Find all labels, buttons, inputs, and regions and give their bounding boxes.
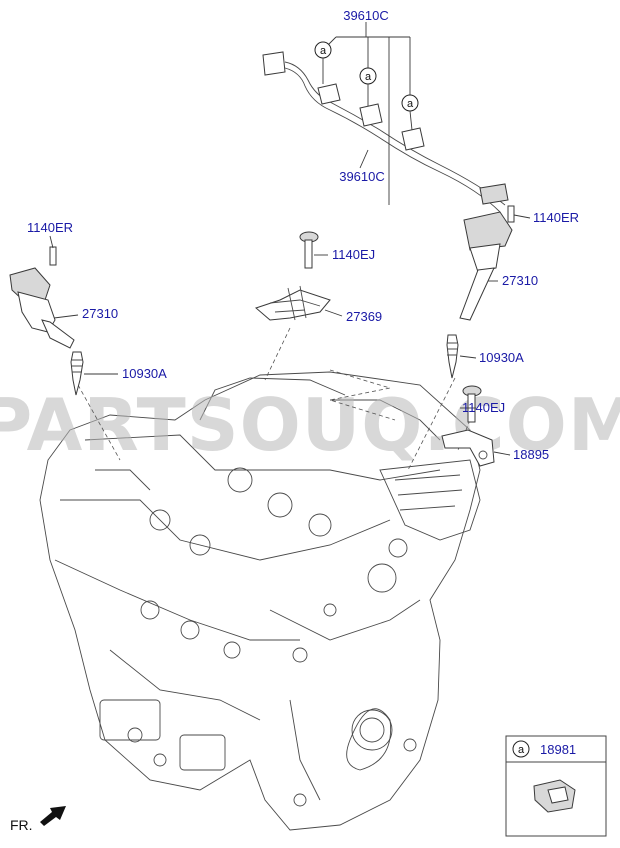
inset-part-number[interactable]: 18981 — [540, 742, 576, 757]
label-bracket-center[interactable]: 27369 — [346, 309, 382, 324]
label-bolt-left[interactable]: 1140ER — [27, 220, 73, 235]
left-spark-plug — [70, 351, 84, 396]
label-plug-right[interactable]: 10930A — [479, 350, 524, 365]
left-coil-bolt-icon — [49, 246, 57, 266]
inset-callout-label: a — [518, 744, 525, 756]
label-coil-right[interactable]: 27310 — [502, 273, 538, 288]
inset-box: a 18981 — [505, 735, 607, 837]
label-plug-left[interactable]: 10930A — [122, 366, 167, 381]
watermark: PARTSOUQ.COM — [0, 383, 620, 467]
right-ignition-coil — [459, 205, 515, 321]
label-harness-top[interactable]: 39610C — [343, 8, 389, 23]
inset-callout-a — [512, 740, 530, 758]
center-bracket — [255, 285, 331, 321]
front-label: FR. — [10, 817, 33, 833]
callout-a-3-label: a — [407, 98, 414, 110]
front-orientation: FR. — [10, 806, 66, 833]
right-bracket — [441, 429, 495, 467]
front-arrow-icon — [40, 806, 66, 826]
label-bolt-right[interactable]: 1140ER — [533, 210, 579, 225]
label-harness-bottom[interactable]: 39610C — [339, 169, 385, 184]
right-spark-plug — [446, 334, 459, 379]
label-coil-left[interactable]: 27310 — [82, 306, 118, 321]
left-ignition-coil — [9, 246, 75, 349]
label-bolt-center[interactable]: 1140EJ — [332, 247, 375, 262]
label-bolt-bracket[interactable]: 1140EJ — [462, 400, 505, 415]
connector-clip-icon — [533, 779, 576, 813]
install-guide-lines — [77, 327, 471, 471]
callout-a-2-label: a — [365, 71, 372, 83]
engine-block — [39, 371, 481, 831]
leader-lines — [49, 22, 531, 456]
harness-callouts: a a a — [314, 36, 419, 205]
center-bolt — [299, 231, 319, 269]
callout-a-1-label: a — [320, 45, 327, 57]
label-bracket-right[interactable]: 18895 — [513, 447, 549, 462]
right-coil-bolt-icon — [507, 205, 515, 223]
wiring-harness — [262, 51, 509, 213]
